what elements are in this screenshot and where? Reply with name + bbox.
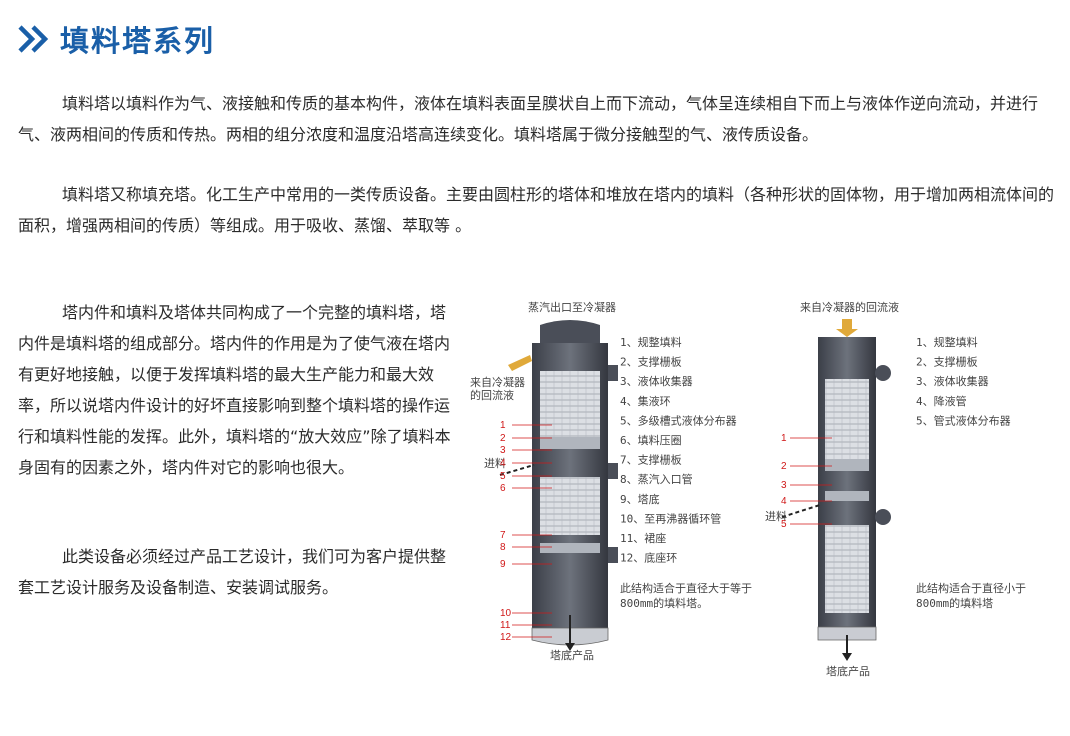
left-reflux-label-1: 来自冷凝器 (470, 375, 525, 389)
left-bottom-label: 塔底产品 (550, 648, 594, 662)
right-note-line-2: 800mm的填料塔 (916, 596, 993, 610)
right-legend-item: 4、降液管 (916, 394, 967, 408)
right-bottom-label: 塔底产品 (826, 664, 870, 678)
left-reflux-label-2: 的回流液 (470, 388, 514, 402)
left-callout-6: 6 (500, 483, 506, 494)
left-callout-12: 12 (500, 632, 512, 643)
left-top-label: 蒸汽出口至冷凝器 (528, 300, 616, 314)
right-callout-4: 4 (781, 496, 787, 507)
left-legend-item: 1、规整填料 (620, 335, 682, 349)
right-legend-item: 1、规整填料 (916, 335, 978, 349)
left-callout-4: 4 (500, 458, 506, 469)
left-legend-item: 10、至再沸器循环管 (620, 511, 721, 525)
body-paragraph-service-text: 此类设备必须经过产品工艺设计，我们可为客户提供整套工艺设计服务及设备制造、安装调… (18, 547, 447, 597)
left-callout-2: 2 (500, 433, 506, 444)
tower-left: 蒸汽出口至冷凝器 来自冷凝器 的回流液 进料 塔底产品 123456789101… (470, 300, 752, 662)
left-legend-item: 8、蒸汽入口管 (620, 472, 693, 486)
right-callout-1: 1 (781, 433, 787, 444)
left-feed-label: 进料 (484, 456, 506, 470)
left-callout-1: 1 (500, 420, 506, 431)
body-paragraph-internals-text: 塔内件和填料及塔体共同构成了一个完整的填料塔，塔内件是填料塔的组成部分。塔内件的… (18, 303, 451, 477)
body-paragraph-internals: 塔内件和填料及塔体共同构成了一个完整的填料塔，塔内件是填料塔的组成部分。塔内件的… (18, 297, 454, 483)
right-feed-label: 进料 (765, 509, 787, 523)
left-legend-item: 7、支撑栅板 (620, 453, 682, 467)
left-note-line-2: 800mm的填料塔。 (620, 596, 708, 610)
left-note-line-1: 此结构适合于直径大于等于 (620, 581, 752, 595)
intro-paragraph-1: 填料塔以填料作为气、液接触和传质的基本构件，液体在填料表面呈膜状自上而下流动，气… (18, 88, 1054, 150)
left-legend-item: 9、塔底 (620, 492, 660, 506)
right-callout-3: 3 (781, 480, 787, 491)
intro-paragraph-2-text: 填料塔又称填充塔。化工生产中常用的一类传质设备。主要由圆柱形的塔体和堆放在塔内的… (18, 185, 1055, 235)
right-legend-item: 2、支撑栅板 (916, 355, 978, 369)
left-callout-10: 10 (500, 608, 512, 619)
left-callout-11: 11 (500, 620, 511, 631)
right-callout-5: 5 (781, 519, 787, 530)
left-legend-item: 5、多级槽式液体分布器 (620, 413, 737, 427)
left-callout-8: 8 (500, 542, 506, 553)
left-legend: 1、规整填料 2、支撑栅板 3、液体收集器 4、集液环 5、多级槽式液体分布器 6、填料压… (620, 335, 737, 565)
left-legend-item: 11、裙座 (620, 531, 666, 545)
right-callout-2: 2 (781, 461, 787, 472)
right-legend-item: 3、液体收集器 (916, 374, 989, 388)
left-legend-item: 12、底座环 (620, 551, 677, 565)
section-header: 填料塔系列 (16, 16, 215, 62)
right-callout-numbers: 1 2 3 4 5 (781, 433, 832, 530)
intro-paragraph-2: 填料塔又称填充塔。化工生产中常用的一类传质设备。主要由圆柱形的塔体和堆放在塔内的… (18, 179, 1054, 241)
page-title: 填料塔系列 (60, 24, 216, 58)
right-note-line-1: 此结构适合于直径小于 (916, 581, 1026, 595)
intro-paragraph-1-text: 填料塔以填料作为气、液接触和传质的基本构件，液体在填料表面呈膜状自上而下流动，气… (18, 94, 1039, 144)
left-legend-item: 2、支撑栅板 (620, 355, 682, 369)
left-legend-item: 4、集液环 (620, 394, 671, 408)
left-callout-5: 5 (500, 471, 506, 482)
right-top-label: 来自冷凝器的回流液 (800, 300, 899, 314)
left-legend-item: 3、液体收集器 (620, 374, 693, 388)
packed-tower-diagram: 蒸汽出口至冷凝器 来自冷凝器 的回流液 进料 塔底产品 123456789101… (470, 300, 1026, 678)
right-legend-item: 5、管式液体分布器 (916, 413, 1011, 427)
left-legend-item: 6、填料压圈 (620, 433, 682, 447)
double-chevron-icon (18, 25, 49, 53)
left-callout-9: 9 (500, 559, 506, 570)
body-paragraph-service: 此类设备必须经过产品工艺设计，我们可为客户提供整套工艺设计服务及设备制造、安装调… (18, 541, 454, 603)
left-callout-7: 7 (500, 530, 506, 541)
left-callout-3: 3 (500, 445, 506, 456)
tower-right: 来自冷凝器的回流液 进料 塔底产品 1 2 3 4 5 1、规整填料 2、支撑栅板 3、液体… (765, 300, 1026, 678)
right-legend: 1、规整填料 2、支撑栅板 3、液体收集器 4、降液管 5、管式液体分布器 (916, 335, 1011, 427)
